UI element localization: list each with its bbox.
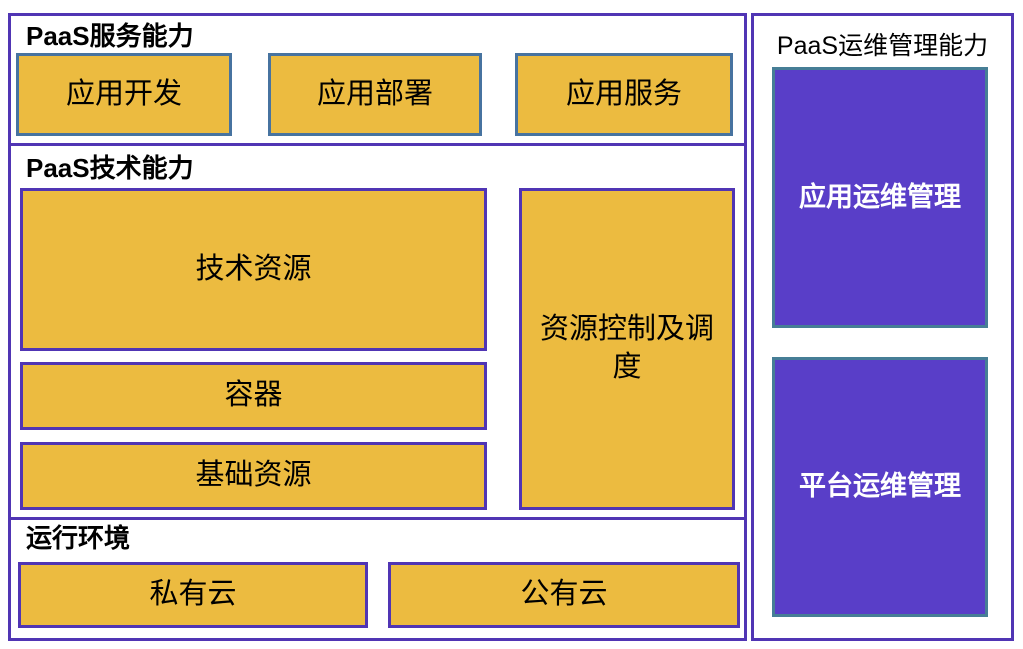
box-public-cloud: 公有云	[388, 562, 740, 628]
box-platform-ops-management: 平台运维管理	[772, 357, 988, 617]
box-label: 容器	[224, 379, 283, 412]
box-basic-resources: 基础资源	[20, 442, 487, 510]
box-label: 应用运维管理	[799, 181, 961, 212]
box-app-deployment: 应用部署	[268, 53, 482, 136]
box-label: 平台运维管理	[799, 471, 961, 502]
box-container: 容器	[20, 362, 487, 430]
section-divider-tech-runtime	[8, 517, 747, 520]
section-divider-services-tech	[8, 143, 747, 146]
panel-title-ops-management: PaaS运维管理能力	[776, 32, 989, 60]
section-title-paas-tech: PaaS技术能力	[26, 153, 194, 183]
box-label: 公有云	[520, 578, 608, 611]
box-label: 应用开发	[65, 77, 182, 110]
section-title-runtime-env: 运行环境	[26, 523, 131, 553]
box-resource-control-scheduling: 资源控制及调度	[519, 188, 735, 510]
box-label: 私有云	[149, 578, 237, 611]
section-title-paas-services: PaaS服务能力	[26, 21, 194, 51]
box-technical-resources: 技术资源	[20, 188, 487, 351]
box-app-ops-management: 应用运维管理	[772, 67, 988, 328]
box-label: 基础资源	[195, 459, 312, 492]
box-private-cloud: 私有云	[18, 562, 368, 628]
box-app-services: 应用服务	[515, 53, 733, 136]
box-label: 应用服务	[565, 77, 682, 110]
box-label: 技术资源	[195, 252, 312, 285]
box-label: 应用部署	[316, 77, 433, 110]
box-app-development: 应用开发	[16, 53, 232, 136]
box-label: 资源控制及调度	[539, 313, 714, 383]
